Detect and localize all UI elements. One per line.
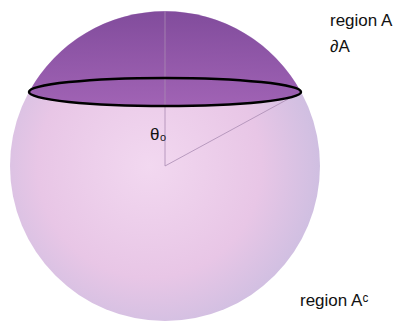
region-label: region Aᶜ — [300, 292, 368, 311]
boundary-label: ∂A — [330, 38, 350, 57]
angle-label: θ₀ — [150, 126, 167, 145]
sphere — [10, 11, 320, 321]
region-label: region A — [330, 12, 392, 31]
boundary-ellipse — [29, 78, 301, 106]
